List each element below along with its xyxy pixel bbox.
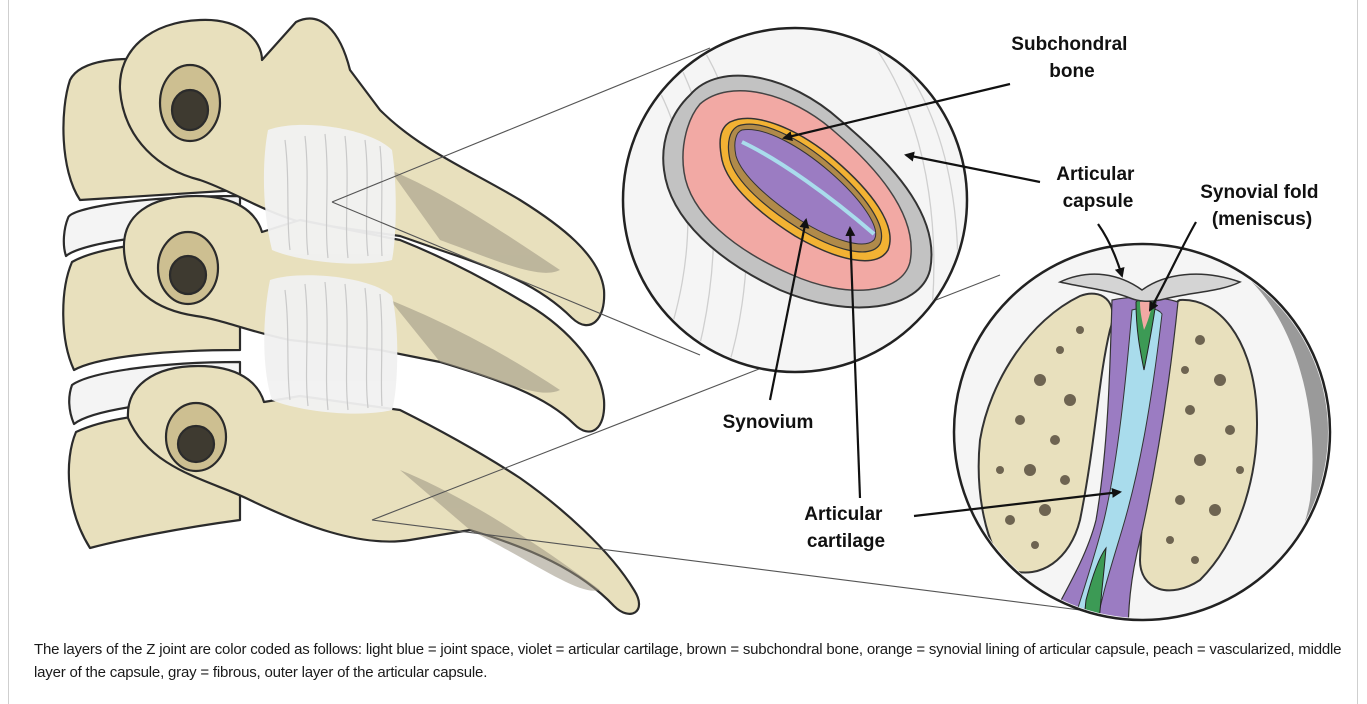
label-articular-capsule-line1: Articular <box>1056 164 1135 185</box>
label-subchondral-bone-line2: bone <box>1049 61 1094 82</box>
cervical-spine <box>63 19 639 614</box>
svg-text:Articular cartilage: Articular cartilage <box>804 504 887 552</box>
svg-text:Subchondral bone: Subchondral bone <box>1011 34 1132 82</box>
svg-text:Articular capsule: Articular capsule <box>1056 164 1139 212</box>
label-subchondral-bone-line1: Subchondral <box>1011 34 1127 55</box>
joint-cross-section-circle <box>954 244 1330 640</box>
capsule-detail-circle <box>623 28 976 390</box>
label-articular-capsule-line2: capsule <box>1063 191 1134 212</box>
label-synovium: Synovium <box>723 412 814 433</box>
svg-text:Synovial fold (meniscus): Synovial fold (meniscus) <box>1200 182 1324 230</box>
figure-caption: The layers of the Z joint are color code… <box>34 638 1344 684</box>
label-articular-cartilage-line1: Articular <box>804 504 883 525</box>
label-synovial-fold-line1: Synovial fold <box>1200 182 1318 203</box>
label-synovial-fold-line2: (meniscus) <box>1212 209 1312 230</box>
label-articular-cartilage-line2: cartilage <box>807 531 885 552</box>
